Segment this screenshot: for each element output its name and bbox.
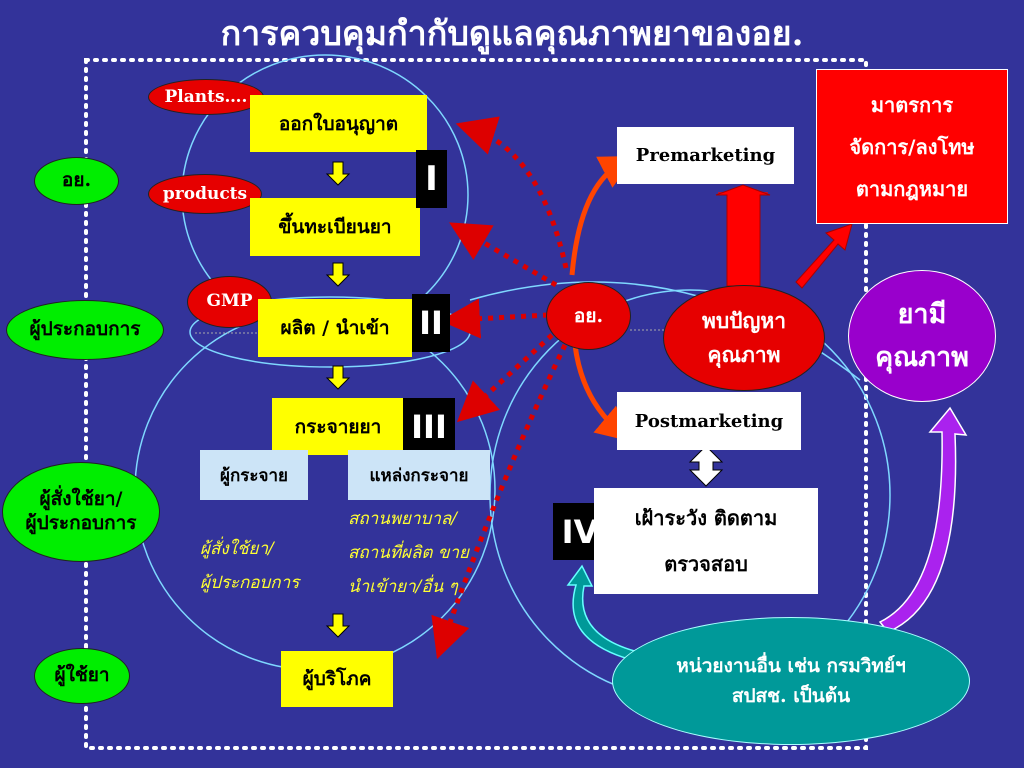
quality-problem-oval: พบปัญหา คุณภาพ	[663, 285, 825, 391]
stage-i-label: I	[416, 150, 447, 208]
prescriber-text: ผู้สั่งใช้ยา/ ผู้ประกอบการ	[200, 539, 300, 593]
arrow-to-produce	[440, 298, 549, 339]
operator-label-oval: ผู้ประกอบการ	[6, 300, 164, 360]
products-tag: products	[148, 174, 262, 214]
dotted-frame	[84, 58, 868, 750]
gmp-tag: GMP	[187, 276, 272, 328]
teal-curved-arrow	[566, 564, 640, 661]
fda-label-oval: อย.	[34, 157, 119, 205]
postmarketing-box: Postmarketing	[617, 392, 801, 450]
down-arrows	[325, 161, 351, 638]
user-label-oval: ผู้ใช้ยา	[34, 648, 130, 704]
source-box: แหล่งกระจาย	[348, 450, 490, 500]
white-double-arrow	[688, 445, 724, 487]
surveillance-box: เฝ้าระวัง ติดตาม ตรวจสอบ	[594, 488, 818, 594]
legal-measures-box: มาตรการ จัดการ/ลงโทษ ตามกฎหมาย	[816, 69, 1008, 224]
page-title: การควบคุมกำกับดูแลคุณภาพยาของอย.	[220, 14, 804, 54]
distributor-box: ผู้กระจาย	[200, 450, 308, 500]
premarketing-box: Premarketing	[617, 127, 794, 184]
stage-iii-label: III	[403, 398, 455, 455]
plants-tag: Plants….	[148, 79, 264, 115]
arrow-to-register	[449, 222, 558, 288]
arrow-to-postmarketing	[572, 344, 632, 442]
purple-curved-arrow	[878, 406, 968, 633]
license-box: ออกใบอนุญาต	[250, 95, 427, 152]
produce-box: ผลิต / นำเข้า	[258, 299, 412, 357]
other-agencies-oval: หน่วยงานอื่น เช่น กรมวิทย์ฯ สปสช. เป็นต้…	[612, 617, 970, 745]
register-box: ขึ้นทะเบียนยา	[250, 198, 420, 256]
consumer-box: ผู้บริโภค	[281, 651, 393, 707]
arrow-to-consumer	[431, 343, 568, 660]
stage-ii-label: II	[412, 294, 450, 352]
arrow-to-premarketing	[569, 156, 636, 276]
center-fda-oval: อย.	[546, 282, 631, 350]
arrow-to-distribute	[456, 333, 554, 423]
distribute-box: กระจายยา	[272, 398, 404, 455]
places-text: สถานพยาบาล/ สถานที่ผลิต ขาย นำเข้ายา/อื่…	[348, 509, 469, 597]
red-diagonal-arrow	[795, 223, 853, 289]
quality-medicine-oval: ยามี คุณภาพ	[848, 270, 996, 402]
arrow-to-license	[455, 116, 569, 269]
prescriber-label-oval: ผู้สั่งใช้ยา/ ผู้ประกอบการ	[2, 462, 160, 562]
